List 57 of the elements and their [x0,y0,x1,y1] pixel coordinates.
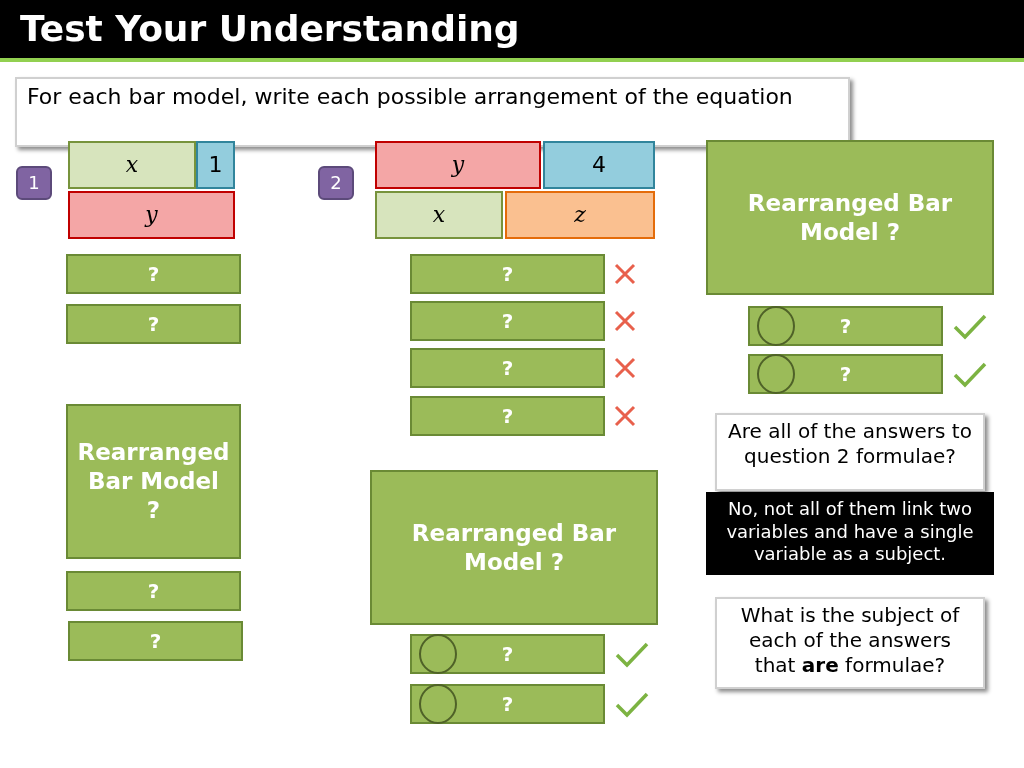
bar-segment [68,141,196,189]
answer-box [410,301,605,341]
bar-value: 4 [592,151,606,179]
answer-text: ? [501,308,514,334]
bar-model-box [66,404,241,559]
bar-value: y [451,151,465,179]
answer-box [748,354,943,394]
answer-box [66,304,241,344]
box-label: Rearranged Bar Model ? [746,188,954,247]
answer-text: ? [147,261,160,287]
answer-text: ? [149,628,162,654]
question-number: 2 [330,171,342,195]
answer-text: ? [501,403,514,429]
bar-segment [543,141,655,189]
answer-text: ? [839,361,852,387]
answer-text: ? [501,691,514,717]
answer-box [66,571,241,611]
slide-title: Test Your Understanding [20,7,520,51]
question-box [715,413,985,491]
question-text: Are all of the answers to question 2 formulae? [727,419,973,469]
bar-model-box [706,140,994,295]
bar-segment [505,191,655,239]
instruction-box [15,77,850,147]
bar-value: y [145,201,158,229]
answer-box [410,254,605,294]
answer-text: ? [501,355,514,381]
answer-box [410,396,605,436]
bar-model-box [370,470,658,625]
box-label: Rearranged Bar Model ? [410,518,618,577]
answer-text: ? [501,641,514,667]
bar-segment [375,141,541,189]
bar-value: z [574,201,586,229]
bar-value: x [125,151,139,179]
answer-text: ? [147,311,160,337]
question-text: What is the subject of each of the answers that are formulae? [739,603,961,678]
answer-box [748,306,943,346]
bar-segment [68,191,235,239]
bar-value: x [432,201,446,229]
box-label: Rearranged Bar Model ? [77,438,230,525]
answer-panel [706,492,994,575]
answer-box [410,348,605,388]
bar-segment [196,141,235,189]
bar-segment [375,191,503,239]
answer-box [410,684,605,724]
answer-box [66,254,241,294]
question-number: 1 [28,171,40,195]
answer-box [68,621,243,661]
answer-text: ? [501,261,514,287]
number-badge [318,166,354,200]
number-badge [16,166,52,200]
instruction-text: For each bar model, write each possible arrangement of the equation [27,83,793,111]
answer-text: No, not all of them link two variables and have a single variable as a subject. [725,498,975,566]
question-box [715,597,985,689]
answer-text: ? [839,313,852,339]
bar-value: 1 [208,151,223,179]
answer-text: ? [147,578,160,604]
answer-box [410,634,605,674]
